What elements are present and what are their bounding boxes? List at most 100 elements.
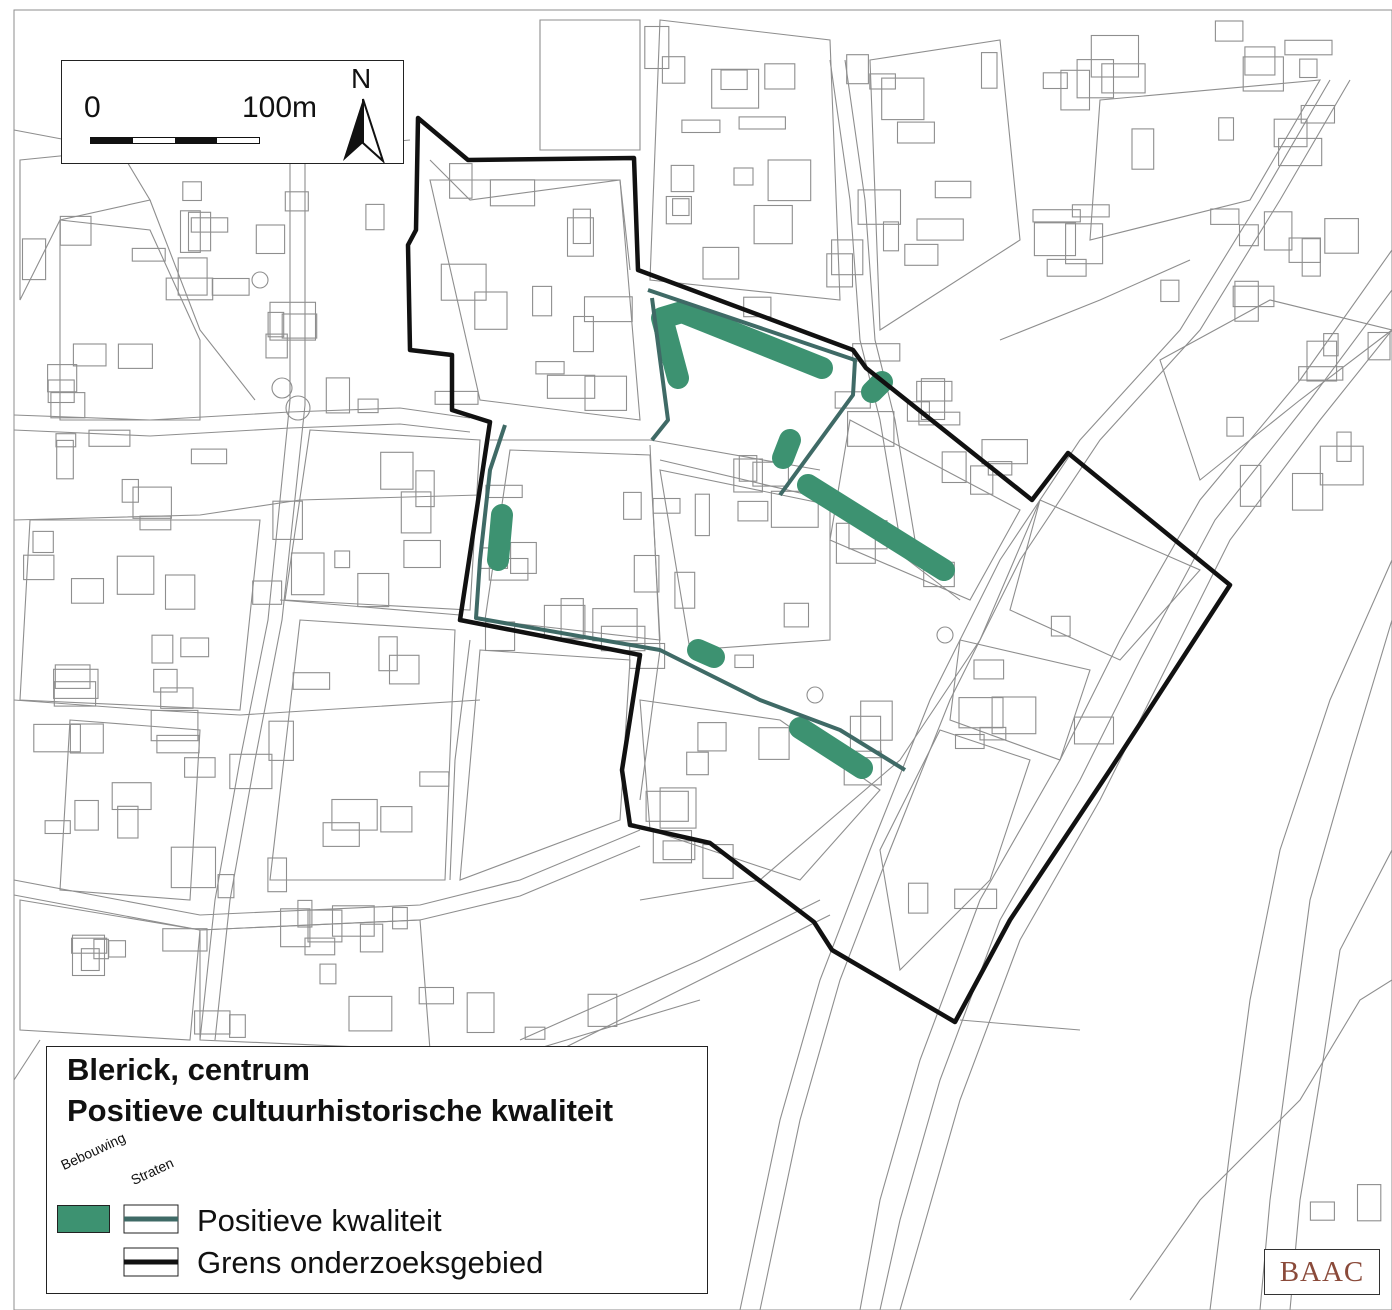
building-footprint <box>1101 63 1146 94</box>
positive-buildings <box>487 301 955 779</box>
city-block-outline <box>649 19 841 301</box>
building-footprint <box>1242 56 1284 92</box>
city-block-outline <box>269 619 456 881</box>
building-footprint <box>752 461 789 487</box>
road-line <box>829 59 901 541</box>
building-footprint <box>150 709 199 742</box>
building-footprint <box>1226 416 1244 437</box>
roundabout <box>285 395 311 421</box>
boundary-swatch <box>123 1247 179 1277</box>
city-block-outline <box>59 219 201 421</box>
building-footprint <box>322 822 360 847</box>
building-footprint <box>1076 59 1115 99</box>
city-block-outline <box>659 469 831 651</box>
building-footprint <box>846 54 869 85</box>
building-footprint <box>403 539 441 569</box>
building-footprint <box>71 934 106 977</box>
building-footprint <box>1210 208 1240 225</box>
building-footprint <box>23 554 55 581</box>
building-footprint <box>359 923 384 953</box>
city-block-outline <box>1159 299 1392 481</box>
building-footprint <box>392 906 408 930</box>
building-footprint <box>156 734 200 754</box>
building-footprint <box>907 882 929 914</box>
scale-max-label: 100m <box>242 91 318 124</box>
road-line <box>13 699 481 716</box>
building-footprint <box>686 751 709 776</box>
building-footprint <box>117 343 153 369</box>
city-block-outline <box>429 179 641 421</box>
building-footprint <box>770 490 819 528</box>
city-block-outline <box>869 39 1021 331</box>
positive-building-swatch <box>57 1205 110 1233</box>
road-line <box>639 499 1041 901</box>
road-line <box>959 1019 1081 1031</box>
building-footprint <box>184 757 216 778</box>
north-arrow-icon <box>343 98 385 163</box>
building-footprint <box>560 598 584 640</box>
building-footprint <box>954 888 998 910</box>
road-line <box>539 914 831 1061</box>
building-footprint <box>733 167 754 186</box>
building-footprint <box>466 992 495 1034</box>
building-footprint <box>54 664 91 689</box>
building-footprint <box>71 937 108 954</box>
building-footprint <box>418 986 455 1005</box>
building-footprint <box>546 374 596 399</box>
building-footprint <box>847 411 895 447</box>
building-footprint <box>644 25 670 70</box>
positive-street-swatch <box>123 1204 179 1234</box>
building-footprint <box>1323 333 1339 357</box>
scale-bar <box>90 137 260 144</box>
building-footprint <box>151 634 174 664</box>
building-footprint <box>47 364 78 393</box>
building-footprint <box>623 491 642 520</box>
building-footprint <box>826 253 854 288</box>
city-block-outline <box>879 729 1031 972</box>
building-footprint <box>734 654 754 669</box>
building-footprint <box>139 515 172 531</box>
city-block-outline <box>949 639 1091 761</box>
building-footprint <box>153 668 178 693</box>
building-footprint <box>881 77 925 121</box>
building-footprint <box>187 211 212 252</box>
road-line <box>1129 979 1392 1301</box>
road-line <box>1259 619 1392 1310</box>
building-footprint <box>524 1026 546 1040</box>
building-footprint <box>1300 104 1336 124</box>
building-footprint <box>831 239 864 276</box>
road-line <box>759 79 1351 1310</box>
building-footprint <box>177 257 208 296</box>
building-footprint <box>348 995 393 1032</box>
building-footprint <box>170 846 217 889</box>
road-line <box>214 150 306 1041</box>
building-footprint <box>1232 285 1275 308</box>
city-block-outline <box>459 649 631 881</box>
positive-building-band <box>861 371 893 403</box>
building-footprint <box>55 433 77 448</box>
building-footprint <box>70 578 105 604</box>
building-footprint <box>111 782 152 811</box>
city-block-outline <box>19 519 261 711</box>
building-footprint <box>662 840 696 861</box>
positive-streets <box>474 288 907 772</box>
building-footprint <box>973 659 1005 680</box>
building-footprint <box>47 379 75 404</box>
positive-building-band <box>797 474 955 581</box>
building-footprint <box>415 470 435 508</box>
building-footprint <box>572 208 591 245</box>
building-footprint <box>1060 69 1091 111</box>
building-footprint <box>1234 280 1259 322</box>
building-footprint <box>1319 445 1364 486</box>
building-footprint <box>674 571 696 609</box>
road-line <box>899 329 1392 1310</box>
building-footprint <box>981 439 1028 465</box>
building-footprint <box>1367 331 1391 361</box>
building-footprint <box>297 899 313 928</box>
building-footprint <box>334 550 351 569</box>
road-line <box>449 639 471 881</box>
building-footprint <box>629 642 666 669</box>
building-footprint <box>331 905 375 937</box>
roundabout <box>806 686 824 704</box>
road-line <box>199 150 291 1041</box>
